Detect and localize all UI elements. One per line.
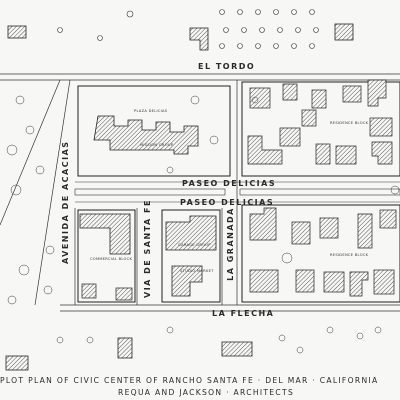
street-label-paseo-upper: PASEO DELICIAS xyxy=(182,179,277,188)
trees xyxy=(6,95,400,354)
street-label-la-flecha: LA FLECHA xyxy=(212,309,275,318)
mission-group-building xyxy=(93,115,199,155)
commercial-block xyxy=(77,209,136,303)
block-label-commercial: COMMERCIAL BLOCK xyxy=(90,257,133,261)
caption-title: PLOT PLAN OF CIVIC CENTER OF RANCHO SANT… xyxy=(0,376,379,385)
plaza-block xyxy=(77,85,231,177)
block-label-mission-group: MISSION GROUP xyxy=(140,143,174,147)
street-label-via-de-santa-fe: VIA DE SANTA FE xyxy=(143,199,152,298)
street-label-la-granada: LA GRANADA xyxy=(226,207,235,281)
street-label-paseo-lower: PASEO DELICIAS xyxy=(180,198,275,207)
north-tree-rows xyxy=(57,9,319,49)
south-buildings xyxy=(5,337,253,371)
block-label-residence-lower: RESIDENCE BLOCK xyxy=(330,253,369,257)
block-label-plaza: PLAZA DELICIAS xyxy=(134,109,168,113)
caption-architects: REQUA AND JACKSON · ARCHITECTS xyxy=(118,388,295,397)
street-label-el-toro: EL TORDO xyxy=(198,62,256,71)
street-label-avenida-de-acacias: AVENIDA DE ACACIAS xyxy=(61,140,70,264)
block-label-garage: GARAGE GROUP xyxy=(178,243,211,247)
paseo-median xyxy=(74,181,400,203)
residence-block-lower xyxy=(241,204,400,303)
north-buildings xyxy=(7,23,354,51)
street-edges xyxy=(0,73,400,312)
block-label-residence-upper: RESIDENCE BLOCK xyxy=(330,121,369,125)
residence-block-upper xyxy=(241,79,400,177)
garage-block xyxy=(161,209,221,303)
block-label-studio: STUDIO MARKET xyxy=(180,269,214,273)
